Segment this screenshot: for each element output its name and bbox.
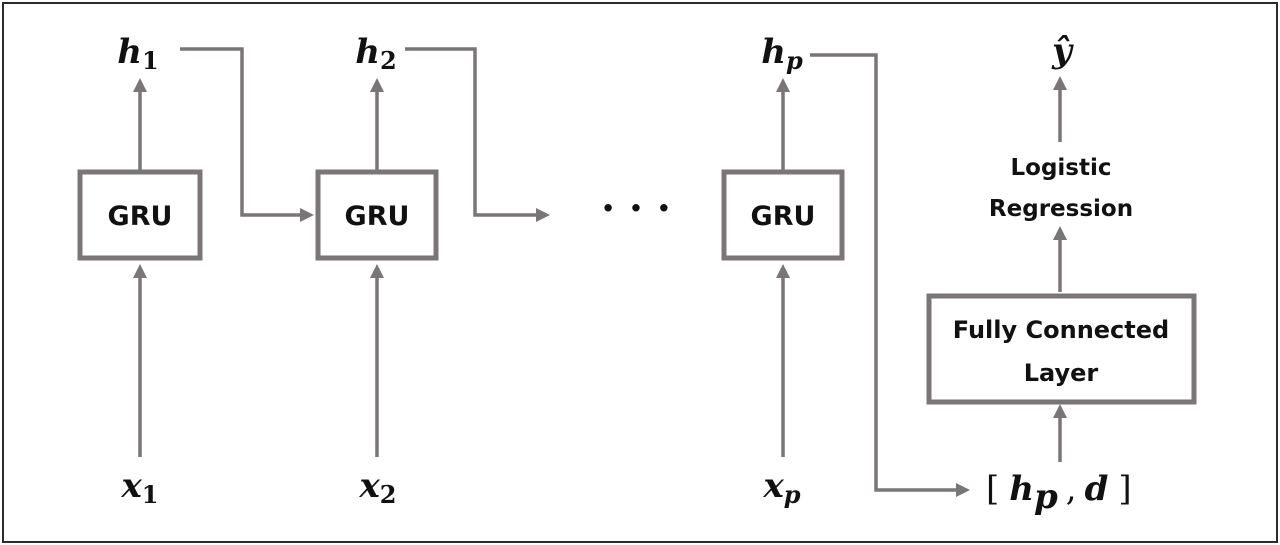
ellipsis: · · · — [601, 185, 671, 232]
input-arrowhead-2 — [370, 264, 384, 278]
final-hidden-arrowhead — [956, 483, 970, 497]
gru-cell-1: GRU x1 h1 — [77, 32, 314, 509]
fc-label-line1: Fully Connected — [953, 316, 1169, 344]
gru-label-1: GRU — [108, 201, 173, 232]
gru-label-p: GRU — [751, 201, 816, 232]
output-y-hat: ŷ — [1051, 31, 1074, 71]
recurrent-arrowhead-2 — [536, 208, 550, 222]
input-arrowhead-1 — [133, 264, 147, 278]
recurrent-connector-2 — [405, 47, 536, 217]
recurrent-arrowhead-1 — [300, 208, 314, 222]
hidden-label-2: h2 — [355, 32, 396, 75]
fc-to-logistic-arrowhead — [1053, 226, 1067, 240]
recurrent-connector-1 — [180, 47, 300, 217]
input-label-1: x1 — [121, 466, 159, 509]
hidden-label-1: h1 — [117, 32, 158, 75]
gru-cell-2: GRU x2 h2 — [315, 32, 550, 509]
logistic-label-line1: Logistic — [1010, 155, 1111, 181]
gru-box-2 — [315, 169, 439, 261]
fc-label-line2: Layer — [1024, 359, 1099, 387]
concat-vector: [hp,d] — [986, 469, 1132, 517]
concat-to-fc-arrowhead — [1053, 404, 1067, 418]
gru-label-2: GRU — [345, 201, 410, 232]
final-hidden-connector — [810, 53, 956, 492]
logistic-label-line2: Regression — [989, 196, 1133, 222]
hidden-arrowhead-p — [776, 78, 790, 92]
fully-connected-layer-box — [926, 293, 1197, 405]
hidden-label-p: hp — [761, 32, 803, 75]
gru-cell-p: GRU xp hp — [721, 32, 970, 509]
input-arrowhead-p — [776, 264, 790, 278]
hidden-arrowhead-2 — [370, 78, 384, 92]
gru-box-1 — [77, 169, 203, 261]
hidden-arrowhead-1 — [133, 78, 147, 92]
gru-box-p — [721, 169, 845, 261]
input-label-2: x2 — [359, 466, 397, 509]
input-label-p: xp — [762, 466, 800, 509]
logistic-to-output-arrowhead — [1053, 76, 1067, 90]
